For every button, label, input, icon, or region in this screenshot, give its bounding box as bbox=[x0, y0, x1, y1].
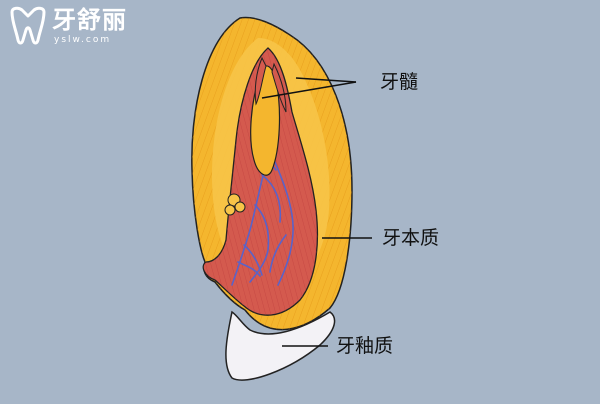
brand-name: 牙舒丽 bbox=[52, 5, 127, 34]
tooth-logo-icon bbox=[10, 6, 46, 45]
label-dentin: 牙本质 bbox=[382, 227, 440, 249]
site-logo: 牙舒丽 yslw.com bbox=[6, 4, 136, 48]
label-pulp: 牙髓 bbox=[380, 71, 419, 93]
label-enamel: 牙釉质 bbox=[336, 335, 394, 357]
pulp-horn bbox=[254, 56, 267, 106]
brand-url: yslw.com bbox=[54, 35, 112, 45]
enamel-layer bbox=[225, 310, 336, 381]
leader-lines bbox=[261, 77, 372, 347]
pulp-stone bbox=[224, 193, 246, 216]
